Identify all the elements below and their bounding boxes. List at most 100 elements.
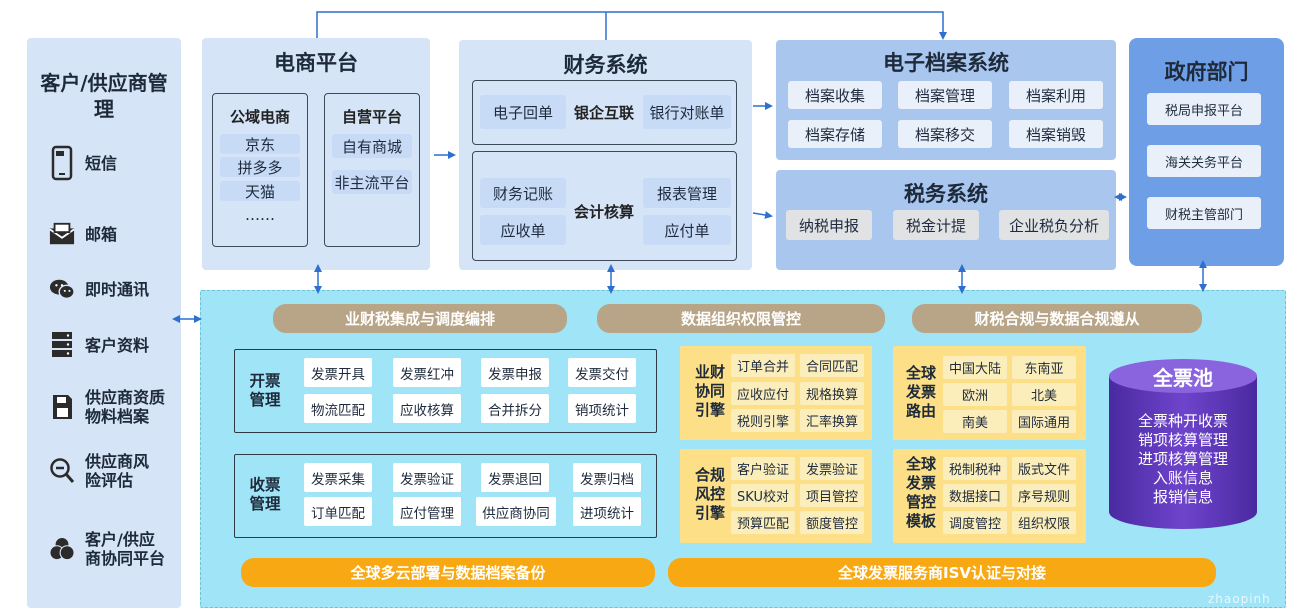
ecommerce-panel: 电商平台 公域电商 京东 拼多多 天猫 …… 自营平台 自有商城 非主流平台 — [202, 38, 430, 270]
risk-engine-item[interactable]: 发票验证 — [800, 457, 864, 480]
side-item-collab[interactable]: 客户/供应商协同平台 — [49, 530, 170, 568]
control-item[interactable]: 调度管控 — [943, 511, 1007, 534]
own-platform-box: 自营平台 自有商城 非主流平台 — [324, 93, 420, 247]
biz-engine-item[interactable]: 合同匹配 — [800, 354, 864, 377]
receive-item[interactable]: 应付管理 — [393, 497, 461, 526]
receive-item[interactable]: 进项统计 — [573, 497, 641, 526]
risk-engine-item[interactable]: 客户验证 — [731, 457, 795, 480]
bar-multicloud[interactable]: 全球多云部署与数据档案备份 — [241, 558, 655, 587]
receive-item[interactable]: 发票验证 — [393, 463, 461, 492]
platform-jd[interactable]: 京东 — [220, 134, 300, 154]
finance-title: 财务系统 — [563, 53, 648, 77]
pool-cylinder-shape — [1109, 359, 1257, 529]
phone-icon — [49, 145, 75, 181]
biz-engine-item[interactable]: 汇率换算 — [800, 409, 864, 432]
issue-item[interactable]: 销项统计 — [568, 394, 636, 423]
risk-engine-item[interactable]: 额度管控 — [800, 511, 864, 534]
biz-engine-item[interactable]: 订单合并 — [731, 354, 795, 377]
tax-accrual[interactable]: 税金计提 — [893, 210, 979, 240]
risk-engine-item[interactable]: SKU校对 — [731, 484, 795, 507]
bank-link-label: 银企互联 — [573, 103, 634, 122]
side-item-label: 邮箱 — [85, 224, 118, 244]
archive-use[interactable]: 档案利用 — [1009, 81, 1103, 109]
platform-pdd[interactable]: 拼多多 — [220, 157, 300, 177]
control-item[interactable]: 组织权限 — [1012, 511, 1076, 534]
gov-finance-tax-dept[interactable]: 财税主管部门 — [1147, 197, 1261, 229]
server-icon — [49, 332, 75, 358]
payable[interactable]: 应付单 — [643, 215, 731, 245]
side-item-mail[interactable]: 邮箱 — [49, 221, 117, 247]
routing-item[interactable]: 欧洲 — [943, 383, 1007, 406]
control-item[interactable]: 数据接口 — [943, 484, 1007, 507]
side-item-risk[interactable]: 供应商风险评估 — [49, 452, 160, 490]
archive-destroy[interactable]: 档案销毁 — [1009, 120, 1103, 148]
platform-niche[interactable]: 非主流平台 — [332, 170, 412, 194]
tax-filing[interactable]: 纳税申报 — [786, 210, 872, 240]
receive-item[interactable]: 发票归档 — [573, 463, 641, 492]
receive-item[interactable]: 订单匹配 — [304, 497, 372, 526]
side-item-label: 短信 — [85, 153, 118, 173]
receive-item[interactable]: 供应商协同 — [476, 497, 556, 526]
risk-engine-label: 合规风控引擎 — [694, 466, 725, 522]
receivable[interactable]: 应收单 — [480, 215, 566, 245]
bar-integration[interactable]: 业财税集成与调度编排 — [273, 304, 567, 333]
archive-transfer[interactable]: 档案移交 — [898, 120, 992, 148]
routing-item[interactable]: 国际通用 — [1012, 410, 1076, 433]
side-item-label: 供应商资质物料档案 — [85, 388, 166, 426]
bar-permission[interactable]: 数据组织权限管控 — [597, 304, 885, 333]
side-item-im[interactable]: 即时通讯 — [49, 276, 149, 302]
pool-line: 入账信息 — [1152, 469, 1213, 487]
e-receipt[interactable]: 电子回单 — [480, 95, 566, 129]
ecommerce-title: 电商平台 — [274, 51, 358, 75]
invoice-issue-box — [234, 349, 657, 433]
archive-manage[interactable]: 档案管理 — [898, 81, 992, 109]
biz-engine-item[interactable]: 税则引擎 — [731, 409, 795, 432]
side-item-customer-data[interactable]: 客户资料 — [49, 332, 149, 358]
bank-statement[interactable]: 银行对账单 — [643, 95, 731, 129]
receive-item[interactable]: 发票采集 — [304, 463, 372, 492]
bank-link-box: 电子回单 银企互联 银行对账单 — [472, 80, 737, 145]
gov-tax-bureau[interactable]: 税局申报平台 — [1147, 93, 1261, 125]
biz-engine-item[interactable]: 规格换算 — [800, 382, 864, 405]
receive-item[interactable]: 发票退回 — [481, 463, 549, 492]
issue-item[interactable]: 发票开具 — [304, 358, 372, 387]
control-item[interactable]: 序号规则 — [1012, 484, 1076, 507]
issue-item[interactable]: 应收核算 — [393, 394, 461, 423]
report-mgmt[interactable]: 报表管理 — [643, 178, 731, 208]
biz-engine-item[interactable]: 应收应付 — [731, 382, 795, 405]
invoice-issue-label: 开票管理 — [249, 372, 281, 409]
bar-isv[interactable]: 全球发票服务商ISV认证与对接 — [668, 558, 1216, 587]
wechat-icon — [49, 276, 75, 302]
control-item[interactable]: 税制税种 — [943, 457, 1007, 480]
invoice-pool[interactable]: 全票池 全票种开收票 销项核算管理 进项核算管理 入账信息 报销信息 — [1109, 358, 1257, 530]
bar-compliance[interactable]: 财税合规与数据合规遵从 — [912, 304, 1202, 333]
issue-item[interactable]: 发票申报 — [481, 358, 549, 387]
platform-own-mall[interactable]: 自有商城 — [332, 134, 412, 158]
finance-panel: 财务系统 电子回单 银企互联 银行对账单 财务记账 应收单 会计核算 报表管理 … — [459, 40, 752, 270]
archive-collect[interactable]: 档案收集 — [788, 81, 882, 109]
issue-item[interactable]: 合并拆分 — [481, 394, 549, 423]
platform-tmall[interactable]: 天猫 — [220, 181, 300, 201]
archive-store[interactable]: 档案存储 — [788, 120, 882, 148]
routing-item[interactable]: 中国大陆 — [943, 356, 1007, 379]
pool-title: 全票池 — [1153, 365, 1213, 390]
pool-line: 销项核算管理 — [1137, 431, 1228, 449]
side-item-supplier-archive[interactable]: 供应商资质物料档案 — [49, 388, 170, 426]
routing-item[interactable]: 东南亚 — [1012, 356, 1076, 379]
issue-item[interactable]: 物流匹配 — [304, 394, 372, 423]
gov-customs[interactable]: 海关关务平台 — [1147, 145, 1261, 177]
routing-item[interactable]: 北美 — [1012, 383, 1076, 406]
pool-line: 进项核算管理 — [1137, 450, 1228, 468]
connector-top-bracket — [316, 11, 947, 40]
circles-icon — [49, 536, 75, 562]
tax-burden-analysis[interactable]: 企业税负分析 — [999, 210, 1109, 240]
control-item[interactable]: 版式文件 — [1012, 457, 1076, 480]
bookkeeping[interactable]: 财务记账 — [480, 178, 566, 208]
risk-engine-item[interactable]: 预算匹配 — [731, 511, 795, 534]
issue-item[interactable]: 发票交付 — [568, 358, 636, 387]
routing-item[interactable]: 南美 — [943, 410, 1007, 433]
side-item-sms[interactable]: 短信 — [49, 145, 118, 181]
watermark: zhaopinh — [1208, 592, 1271, 606]
issue-item[interactable]: 发票红冲 — [393, 358, 461, 387]
risk-engine-item[interactable]: 项目管控 — [800, 484, 864, 507]
